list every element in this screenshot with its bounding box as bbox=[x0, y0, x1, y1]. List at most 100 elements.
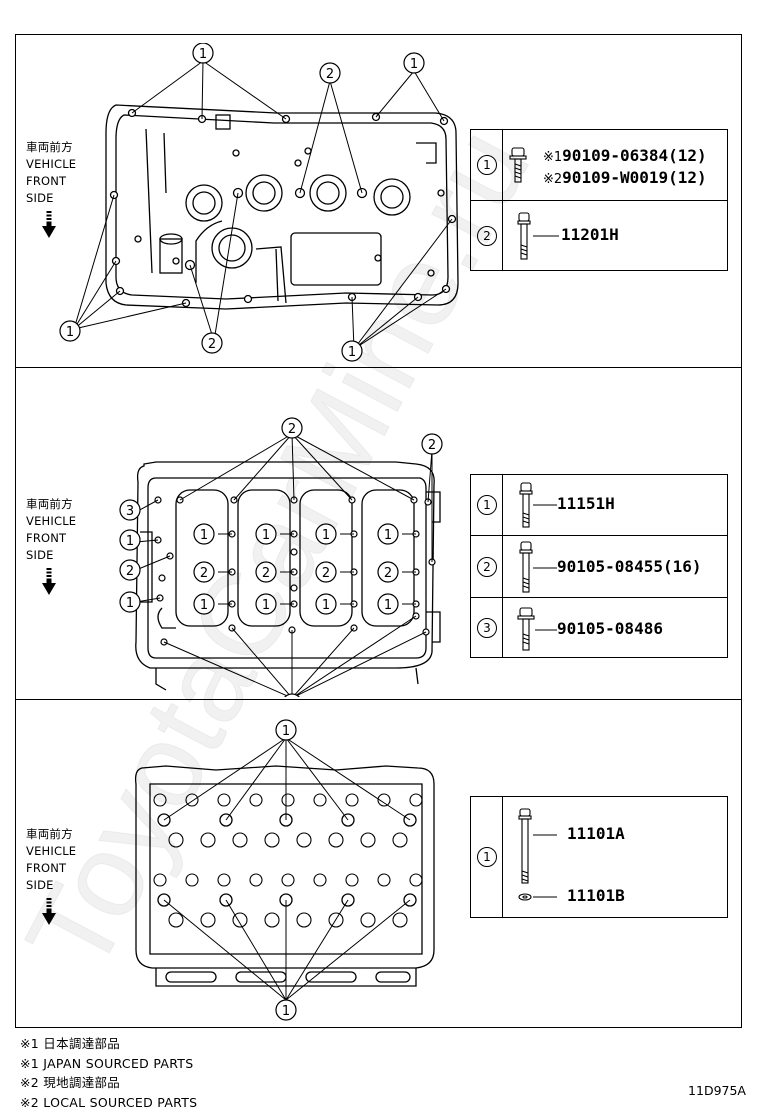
svg-text:1: 1 bbox=[200, 528, 208, 543]
leader-line bbox=[533, 504, 557, 506]
port-hole bbox=[264, 832, 280, 848]
index-cell: 2 bbox=[471, 536, 503, 597]
parts-row: 1 11151H bbox=[471, 475, 727, 535]
diagram-frame: 車両前方 VEHICLE FRONT SIDE bbox=[15, 34, 742, 1028]
diagram-code: 11D975A bbox=[688, 1083, 746, 1098]
port-hole bbox=[296, 912, 312, 928]
cylinder-head-drawing: 1 1 bbox=[134, 719, 435, 1021]
svg-text:2: 2 bbox=[262, 566, 270, 581]
callout-1: 1 bbox=[315, 593, 337, 615]
part-number-line: 11101B bbox=[567, 886, 625, 905]
callout-1: 1 bbox=[255, 523, 277, 545]
leader-line bbox=[533, 567, 557, 569]
parts-table: 1 11101A 11101B bbox=[470, 796, 728, 918]
part-number: 11101B bbox=[567, 886, 625, 905]
callout-2: 2 bbox=[319, 62, 341, 84]
callout-1: 1 bbox=[377, 593, 399, 615]
port-hole bbox=[232, 912, 248, 928]
camshaft-housing-drawing: 2 2 3 1 2 1 2 1 1 1 1 2 2 2 2 1 1 1 1 bbox=[119, 417, 443, 697]
part-number: 90105-08486 bbox=[557, 619, 663, 638]
port-hole bbox=[185, 793, 199, 807]
direction-en3: SIDE bbox=[26, 548, 54, 562]
index-cell: 2 bbox=[471, 201, 503, 270]
port-hole bbox=[377, 873, 391, 887]
direction-en3: SIDE bbox=[26, 878, 54, 892]
port-hole bbox=[377, 793, 391, 807]
port-hole bbox=[153, 793, 167, 807]
port-hole bbox=[168, 912, 184, 928]
vehicle-front-indicator: 車両前方 VEHICLE FRONT SIDE bbox=[26, 826, 106, 926]
leader-line bbox=[535, 629, 557, 631]
port-hole bbox=[217, 873, 231, 887]
direction-en3: SIDE bbox=[26, 191, 54, 205]
part-number-line: 11101A bbox=[567, 824, 625, 843]
svg-text:1: 1 bbox=[384, 528, 392, 543]
direction-en1: VEHICLE bbox=[26, 157, 77, 171]
callout-1: 1 bbox=[275, 719, 297, 741]
arrow-down-icon bbox=[42, 211, 56, 238]
callout-1: 1 bbox=[377, 523, 399, 545]
panel-divider bbox=[16, 699, 741, 700]
part-number-line: 11201H bbox=[561, 225, 619, 244]
svg-text:2: 2 bbox=[200, 566, 208, 581]
callout-1: 1 bbox=[341, 340, 363, 362]
panel-camshaft-housing: 車両前方 VEHICLE FRONT SIDE bbox=[16, 368, 741, 698]
callout-2: 2 bbox=[315, 561, 337, 583]
svg-text:1: 1 bbox=[200, 598, 208, 613]
port-hole bbox=[232, 832, 248, 848]
flange-bolt-icon bbox=[509, 147, 527, 183]
callout-2: 2 bbox=[284, 693, 300, 697]
source-mark: ※2 bbox=[543, 172, 563, 187]
leader-line bbox=[533, 235, 559, 237]
port-hole bbox=[328, 832, 344, 848]
parts-row: 2 11201H bbox=[471, 200, 727, 270]
port-hole bbox=[153, 873, 167, 887]
cylinder-head-cover-drawing: 1 2 1 1 2 bbox=[59, 43, 459, 362]
part-number: 11151H bbox=[557, 494, 615, 513]
port-hole bbox=[409, 793, 423, 807]
panel-divider bbox=[16, 367, 741, 368]
direction-jp: 車両前方 bbox=[26, 827, 73, 841]
svg-text:1: 1 bbox=[282, 724, 290, 739]
footnote: ※1 JAPAN SOURCED PARTS bbox=[20, 1055, 194, 1071]
direction-en2: FRONT bbox=[26, 861, 67, 875]
direction-en2: FRONT bbox=[26, 174, 67, 188]
svg-text:2: 2 bbox=[126, 564, 134, 579]
port-hole bbox=[345, 793, 359, 807]
part-number-line: 90105-08455(16) bbox=[557, 557, 702, 576]
flange-bolt-icon bbox=[517, 607, 535, 651]
svg-text:1: 1 bbox=[282, 1004, 290, 1019]
direction-jp: 車両前方 bbox=[26, 497, 73, 511]
source-mark: ※1 bbox=[543, 150, 563, 165]
port-hole bbox=[392, 912, 408, 928]
parts-table: 1 ※190109-06384(12) ※290109-W0019(12) 2 bbox=[470, 129, 728, 271]
port-hole bbox=[249, 793, 263, 807]
port-hole bbox=[328, 912, 344, 928]
svg-text:2: 2 bbox=[288, 422, 296, 437]
callout-2: 2 bbox=[193, 561, 215, 583]
part-number-line: ※290109-W0019(12) bbox=[543, 168, 707, 187]
index-circle: 1 bbox=[477, 155, 497, 175]
svg-text:1: 1 bbox=[322, 598, 330, 613]
bolt-icon bbox=[519, 541, 533, 593]
parts-row: 3 90105-08486 bbox=[471, 597, 727, 657]
arrow-down-icon bbox=[42, 898, 56, 925]
index-cell: 1 bbox=[471, 797, 503, 917]
index-cell: 3 bbox=[471, 598, 503, 657]
svg-text:2: 2 bbox=[326, 67, 334, 82]
parts-table: 1 11151H 2 bbox=[470, 474, 728, 658]
part-number: 11201H bbox=[561, 225, 619, 244]
footnote: ※2 LOCAL SOURCED PARTS bbox=[20, 1094, 198, 1110]
index-circle: 1 bbox=[477, 847, 497, 867]
svg-text:1: 1 bbox=[348, 345, 356, 360]
callout-1: 1 bbox=[275, 999, 297, 1021]
svg-text:1: 1 bbox=[322, 528, 330, 543]
callout-1: 1 bbox=[193, 593, 215, 615]
vehicle-front-indicator: 車両前方 VEHICLE FRONT SIDE bbox=[26, 139, 106, 239]
port-hole bbox=[409, 873, 423, 887]
parts-row: 1 ※190109-06384(12) ※290109-W0019(12) bbox=[471, 130, 727, 200]
index-circle: 1 bbox=[477, 495, 497, 515]
svg-text:1: 1 bbox=[126, 534, 134, 549]
bolt-icon bbox=[519, 482, 533, 528]
part-number-line: ※190109-06384(12) bbox=[543, 146, 707, 165]
